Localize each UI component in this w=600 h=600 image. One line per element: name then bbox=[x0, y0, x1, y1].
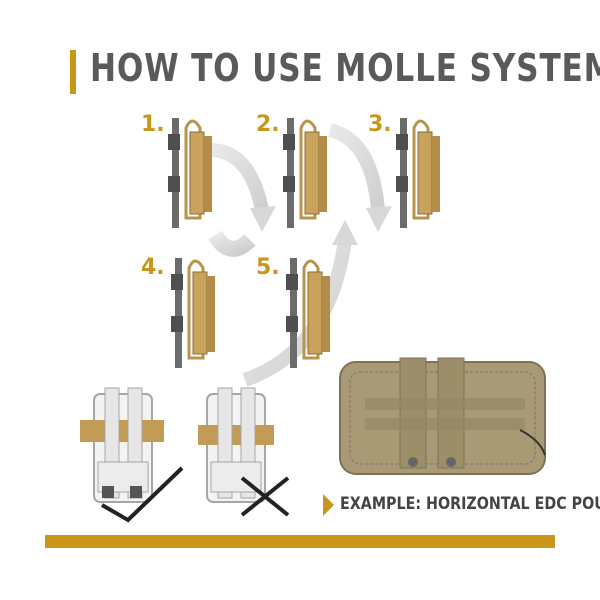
step-5-illustration bbox=[284, 256, 332, 370]
page-title: HOW TO USE MOLLE SYSTEM bbox=[90, 46, 600, 90]
step-number-2: 2. bbox=[256, 112, 280, 137]
bottom-accent-bar bbox=[45, 535, 555, 548]
cross-icon bbox=[240, 476, 290, 517]
curved-arrow-3 bbox=[208, 230, 256, 257]
example-caption: EXAMPLE: HORIZONTAL EDC POUCH bbox=[340, 494, 600, 514]
step-1-illustration bbox=[166, 116, 214, 230]
curved-arrow-2 bbox=[327, 123, 392, 232]
title-accent-bar bbox=[70, 50, 76, 94]
curved-arrow-1 bbox=[209, 143, 276, 232]
step-number-5: 5. bbox=[256, 255, 280, 280]
example-edc-pouch bbox=[339, 357, 546, 475]
step-3-illustration bbox=[394, 116, 442, 230]
curved-arrow-4 bbox=[242, 220, 358, 387]
step-number-4: 4. bbox=[141, 255, 165, 280]
checkmark-icon bbox=[101, 466, 184, 523]
step-2-illustration bbox=[281, 116, 329, 230]
incorrect-usage-pouch bbox=[198, 387, 274, 503]
step-4-illustration bbox=[169, 256, 217, 370]
caption-arrow-icon bbox=[323, 494, 334, 516]
step-number-1: 1. bbox=[141, 112, 165, 137]
correct-usage-pouch bbox=[80, 387, 164, 503]
step-number-3: 3. bbox=[368, 112, 392, 137]
